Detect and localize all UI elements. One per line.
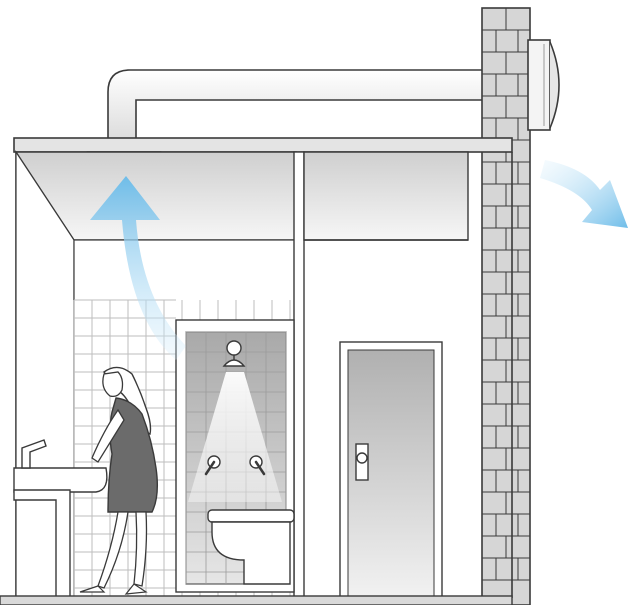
ceiling-slab — [14, 138, 512, 152]
shower-stall — [176, 320, 294, 592]
door — [340, 342, 442, 598]
exhaust-duct — [108, 70, 484, 140]
exhaust-fan-icon — [528, 40, 559, 130]
hallway-compartment — [304, 152, 468, 598]
airflow-exhaust-arrow — [540, 160, 628, 228]
door-handle-icon — [356, 444, 368, 480]
floor — [0, 596, 512, 605]
brick-wall — [482, 8, 530, 605]
